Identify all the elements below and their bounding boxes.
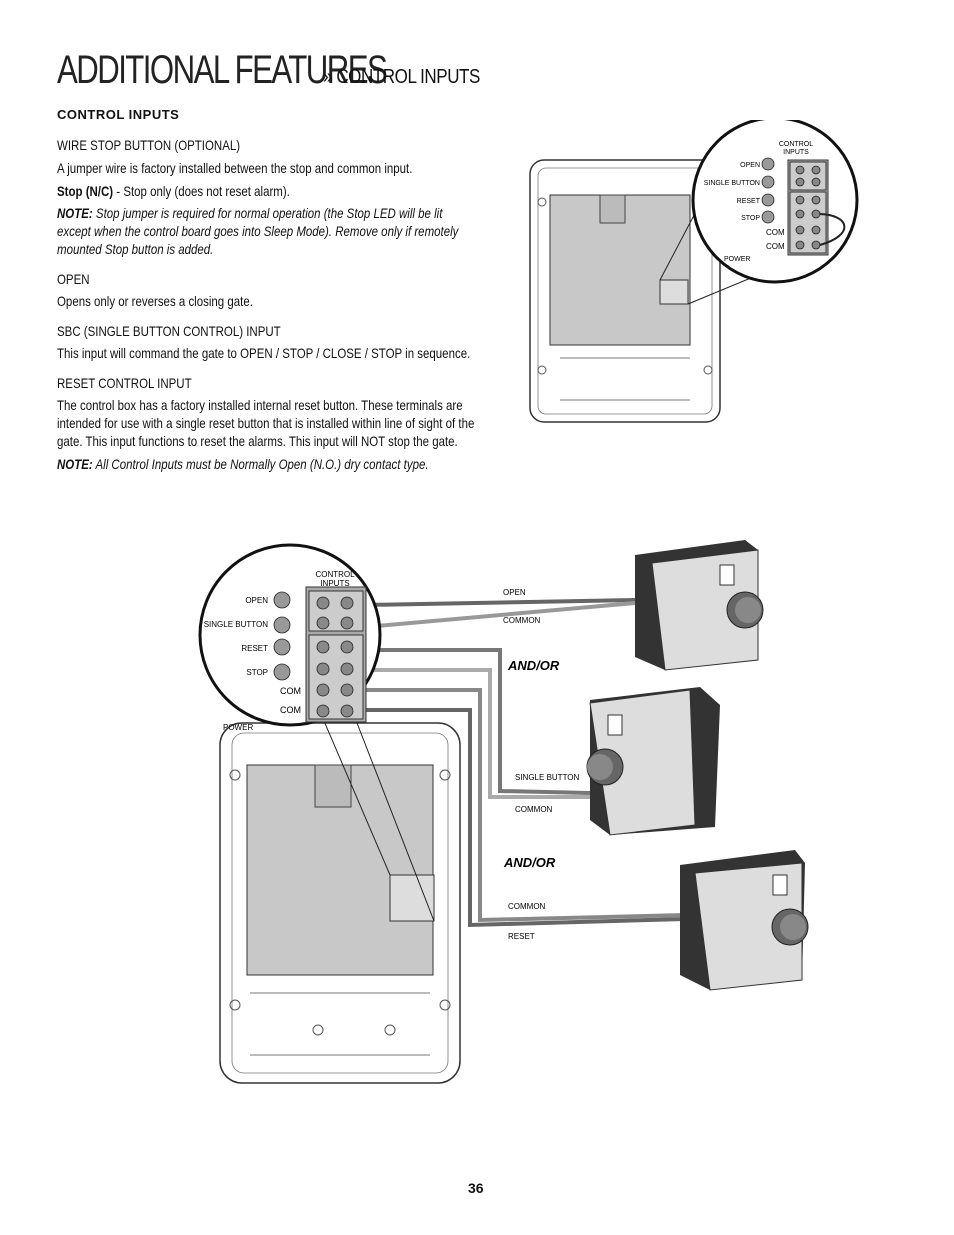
top-lbl-stop: STOP: [741, 215, 760, 222]
main-lbl-open: OPEN: [245, 596, 268, 605]
stop-note: NOTE: Stop jumper is required for normal…: [57, 204, 477, 258]
open-label: OPEN: [57, 271, 90, 287]
and-or-1: AND/OR: [507, 658, 560, 673]
sbc-text: This input will command the gate to OPEN…: [57, 345, 471, 361]
stop-line: Stop (N/C) - Stop only (does not reset a…: [57, 182, 477, 200]
top-lbl-com1: COM: [766, 228, 785, 237]
and-or-2: AND/OR: [503, 855, 556, 870]
main-lbl-com2: COM: [280, 705, 301, 715]
page-title: Additional Features: [57, 48, 388, 92]
main-lbl-single: SINGLE BUTTON: [204, 620, 269, 629]
wire-lbl-common-1: COMMON: [503, 616, 541, 625]
page-subtitle: » Control Inputs: [323, 66, 480, 88]
wire-lbl-common-3: COMMON: [508, 902, 546, 911]
stop-note-text: Stop jumper is required for normal opera…: [57, 205, 459, 257]
stop-desc: - Stop only (does not reset alarm).: [113, 183, 290, 199]
wire-stop-label: WIRE STOP BUTTON (OPTIONAL): [57, 137, 241, 153]
main-wiring-diagram: CONTROL INPUTS OPEN SINGLE BUTTON RESET …: [198, 540, 809, 1084]
main-lbl-stop: STOP: [246, 668, 268, 677]
top-board-diagram: CONTROL INPUTS OPEN SINGLE BUTTON RESET …: [529, 120, 859, 423]
main-lbl-power: POWER: [223, 723, 253, 732]
page-header: Additional Features » Control Inputs: [57, 48, 480, 93]
reset-text: The control box has a factory installed …: [57, 397, 475, 449]
top-lbl-single: SINGLE BUTTON: [704, 180, 760, 187]
pushbutton-box-3: [680, 850, 809, 991]
pushbutton-box-1: [635, 540, 764, 671]
main-ctrl-title-2: INPUTS: [320, 579, 349, 588]
stop-term: Stop (N/C): [57, 183, 114, 199]
top-lbl-reset: RESET: [737, 198, 761, 205]
top-lbl-com2: COM: [766, 242, 785, 251]
main-lbl-reset: RESET: [241, 644, 268, 653]
page-number: 36: [468, 1180, 484, 1196]
wire-lbl-open: OPEN: [503, 588, 526, 597]
top-ctrl-title: CONTROL: [779, 141, 813, 148]
reset-note-text: All Control Inputs must be Normally Open…: [92, 456, 429, 472]
wire-lbl-single: SINGLE BUTTON: [515, 773, 580, 782]
wire-lbl-reset: RESET: [508, 932, 535, 941]
pushbutton-box-2: [586, 687, 720, 836]
stop-note-label: NOTE:: [57, 205, 93, 221]
reset-note: NOTE: All Control Inputs must be Normall…: [57, 455, 477, 473]
reset-label: RESET CONTROL INPUT: [57, 375, 192, 391]
main-lbl-com1: COM: [280, 686, 301, 696]
top-lbl-power: POWER: [724, 256, 750, 263]
top-lbl-open: OPEN: [740, 162, 760, 169]
wire-stop-text: A jumper wire is factory installed betwe…: [57, 160, 413, 176]
reset-note-label: NOTE:: [57, 456, 93, 472]
top-ctrl-title-2: INPUTS: [783, 149, 809, 156]
section-heading: CONTROL INPUTS: [57, 107, 180, 122]
wire-lbl-common-2: COMMON: [515, 805, 553, 814]
main-ctrl-title: CONTROL: [315, 570, 355, 579]
open-text: Opens only or reverses a closing gate.: [57, 293, 253, 309]
sbc-label: SBC (SINGLE BUTTON CONTROL) INPUT: [57, 323, 281, 339]
